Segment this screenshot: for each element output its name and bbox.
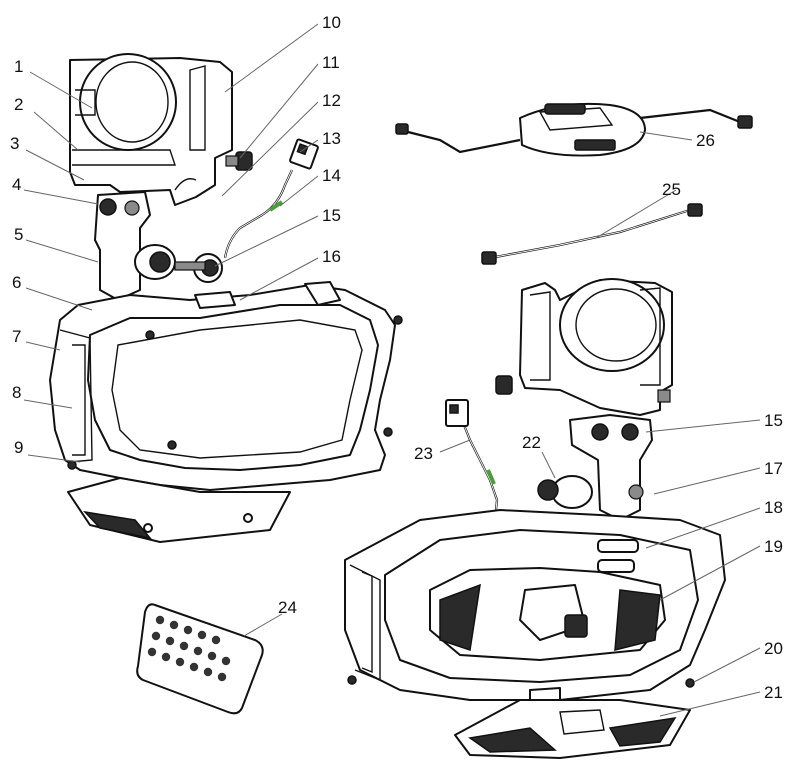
handlebar-clamp-right: [495, 278, 673, 416]
callout-17: 17: [764, 459, 783, 478]
leader-lines: [23, 23, 761, 717]
callout-6: 6: [12, 273, 21, 292]
right-assembly: [344, 278, 726, 759]
callout-8: 8: [12, 383, 21, 402]
callout-11: 11: [322, 53, 340, 72]
callout-19: 19: [764, 537, 783, 556]
callout-20: 20: [764, 639, 783, 658]
connector-cable-right: [445, 399, 499, 521]
callout-26: 26: [696, 131, 715, 150]
callout-15-right: 15: [764, 411, 783, 430]
callout-25: 25: [662, 180, 681, 199]
callout-18: 18: [764, 498, 783, 517]
connector-cable-left: [223, 138, 319, 259]
callout-13: 13: [322, 129, 341, 148]
callout-21: 21: [764, 683, 783, 702]
callout-3: 3: [10, 134, 19, 153]
headlight-housing-right: [344, 509, 726, 703]
bolt-11: [225, 151, 253, 171]
callout-labels: 1 2 3 4 5 6 7 8 9 10 11 12 13 14 15 16 1…: [10, 13, 783, 702]
headlight-housing-left: [49, 281, 403, 491]
callout-7: 7: [12, 327, 21, 346]
callout-1: 1: [14, 57, 23, 76]
callout-24: 24: [278, 598, 297, 617]
cable-25: [481, 203, 703, 265]
callout-16: 16: [322, 247, 341, 266]
callout-2: 2: [14, 95, 23, 114]
callout-15-left: 15: [322, 206, 341, 225]
callout-9: 9: [14, 438, 23, 457]
callout-14: 14: [322, 166, 341, 185]
callout-23: 23: [414, 444, 433, 463]
mount-bracket-right: [537, 414, 653, 521]
lower-lamp-right: [454, 699, 691, 759]
wiring-harness-26: [395, 102, 753, 157]
remote-control-24: [136, 603, 264, 715]
callout-4: 4: [12, 175, 21, 194]
callout-12: 12: [322, 91, 341, 110]
left-assembly: [49, 53, 403, 543]
lower-lamp-left: [67, 477, 291, 543]
callout-10: 10: [322, 13, 341, 32]
callout-5: 5: [14, 225, 23, 244]
handlebar-clamp-left: [69, 53, 233, 206]
mount-bracket-left: [94, 191, 223, 301]
callout-22: 22: [522, 433, 541, 452]
